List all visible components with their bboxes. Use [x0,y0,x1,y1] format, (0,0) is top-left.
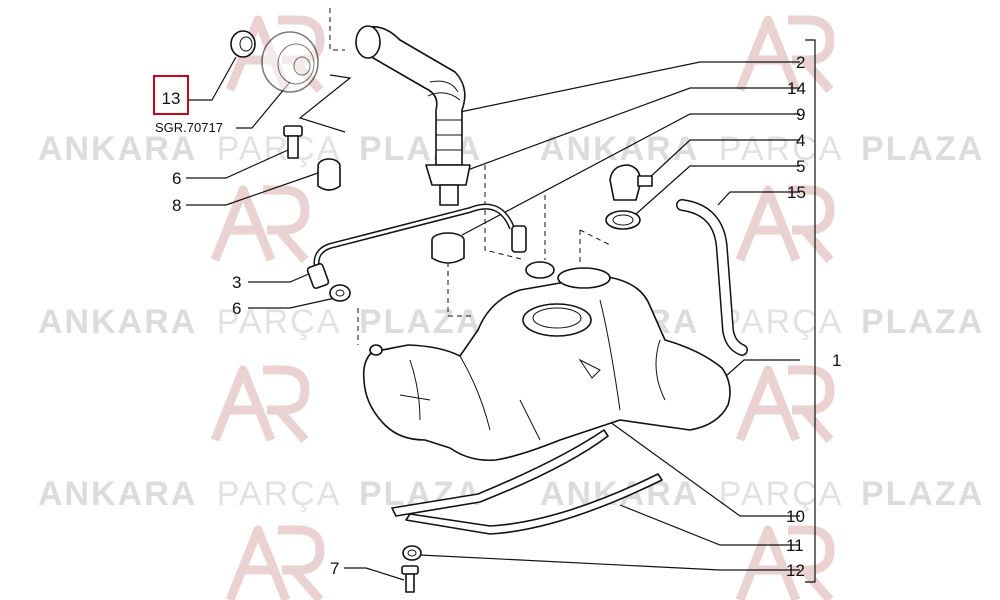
callout-2[interactable]: 2 [796,53,805,72]
callout-13[interactable]: 13 [162,89,181,108]
watermark-logo [735,185,835,263]
watermark-logo [735,15,835,93]
part-1-fuel-tank [362,261,731,462]
callout-labels: 13 2 14 9 4 5 15 6 8 3 6 1 10 11 7 12 SG… [155,53,841,580]
part-sgr-boot [261,31,319,93]
watermark-logos [210,15,835,600]
watermark-brand: PARÇA [217,303,340,341]
watermark-brand: ANKARA [540,130,699,168]
callout-3[interactable]: 3 [232,273,241,292]
part-3-vent-pipe [306,203,527,290]
callout-6-bolt[interactable]: 6 [172,169,181,188]
assembly-guides [329,8,611,345]
part-6-bolt [283,125,303,159]
part-7-bolt [401,565,419,593]
callout-9[interactable]: 9 [796,105,805,124]
part-5-seal [605,210,641,230]
watermark-logo [735,365,835,443]
highlight-box [153,75,189,115]
watermark-brand: ANKARA [38,303,197,341]
part-2-filler-neck [355,25,471,206]
watermark-brand: PLAZA [359,130,482,168]
callout-6-nut[interactable]: 6 [232,299,241,318]
watermark-brand: PLAZA [861,475,984,513]
watermark-brand: PLAZA [861,303,984,341]
reference-code: SGR.70717 [155,120,223,135]
watermark-brand: PLAZA [359,303,482,341]
group-bracket [805,39,816,583]
part-4-valve [609,164,653,201]
watermark-brand: PARÇA [719,130,842,168]
callout-15[interactable]: 15 [787,183,806,202]
watermark-brand: PARÇA [719,303,842,341]
callout-5[interactable]: 5 [796,157,805,176]
watermark-logo [735,525,835,600]
watermark-logo [210,185,310,263]
callout-14[interactable]: 14 [787,79,806,98]
callout-12[interactable]: 12 [786,561,805,580]
part-10-strap [391,429,609,517]
watermark-row: ANKARA PARÇA PLAZA [38,303,482,341]
part-6-nut [329,284,351,302]
watermark-brand: ANKARA [38,130,197,168]
callout-11[interactable]: 11 [786,536,804,555]
watermark-brand: PLAZA [861,130,984,168]
leader-lines [186,56,800,581]
callout-8[interactable]: 8 [172,196,181,215]
part-9-grommet [431,232,465,264]
watermark-brand: PARÇA [217,475,340,513]
watermark-brand: PARÇA [719,475,842,513]
callout-4[interactable]: 4 [796,131,805,150]
callout-7[interactable]: 7 [330,559,339,578]
watermark-logo [210,365,310,443]
watermark-row: ANKARA PARÇA PLAZA [540,475,984,513]
part-11-strap [405,473,663,535]
part-12-nut [402,545,422,561]
watermark-brand: ANKARA [38,475,197,513]
part-13-cap [230,30,256,58]
watermark-row: ANKARA PARÇA PLAZA [38,475,482,513]
part-8-grommet [317,158,341,191]
watermark-brand: PARÇA [217,130,340,168]
callout-1[interactable]: 1 [832,351,841,370]
callout-10[interactable]: 10 [786,507,805,526]
watermark-logo [225,525,325,600]
watermark-row: ANKARA PARÇA PLAZA [540,130,984,168]
part-15-hose [676,199,748,356]
